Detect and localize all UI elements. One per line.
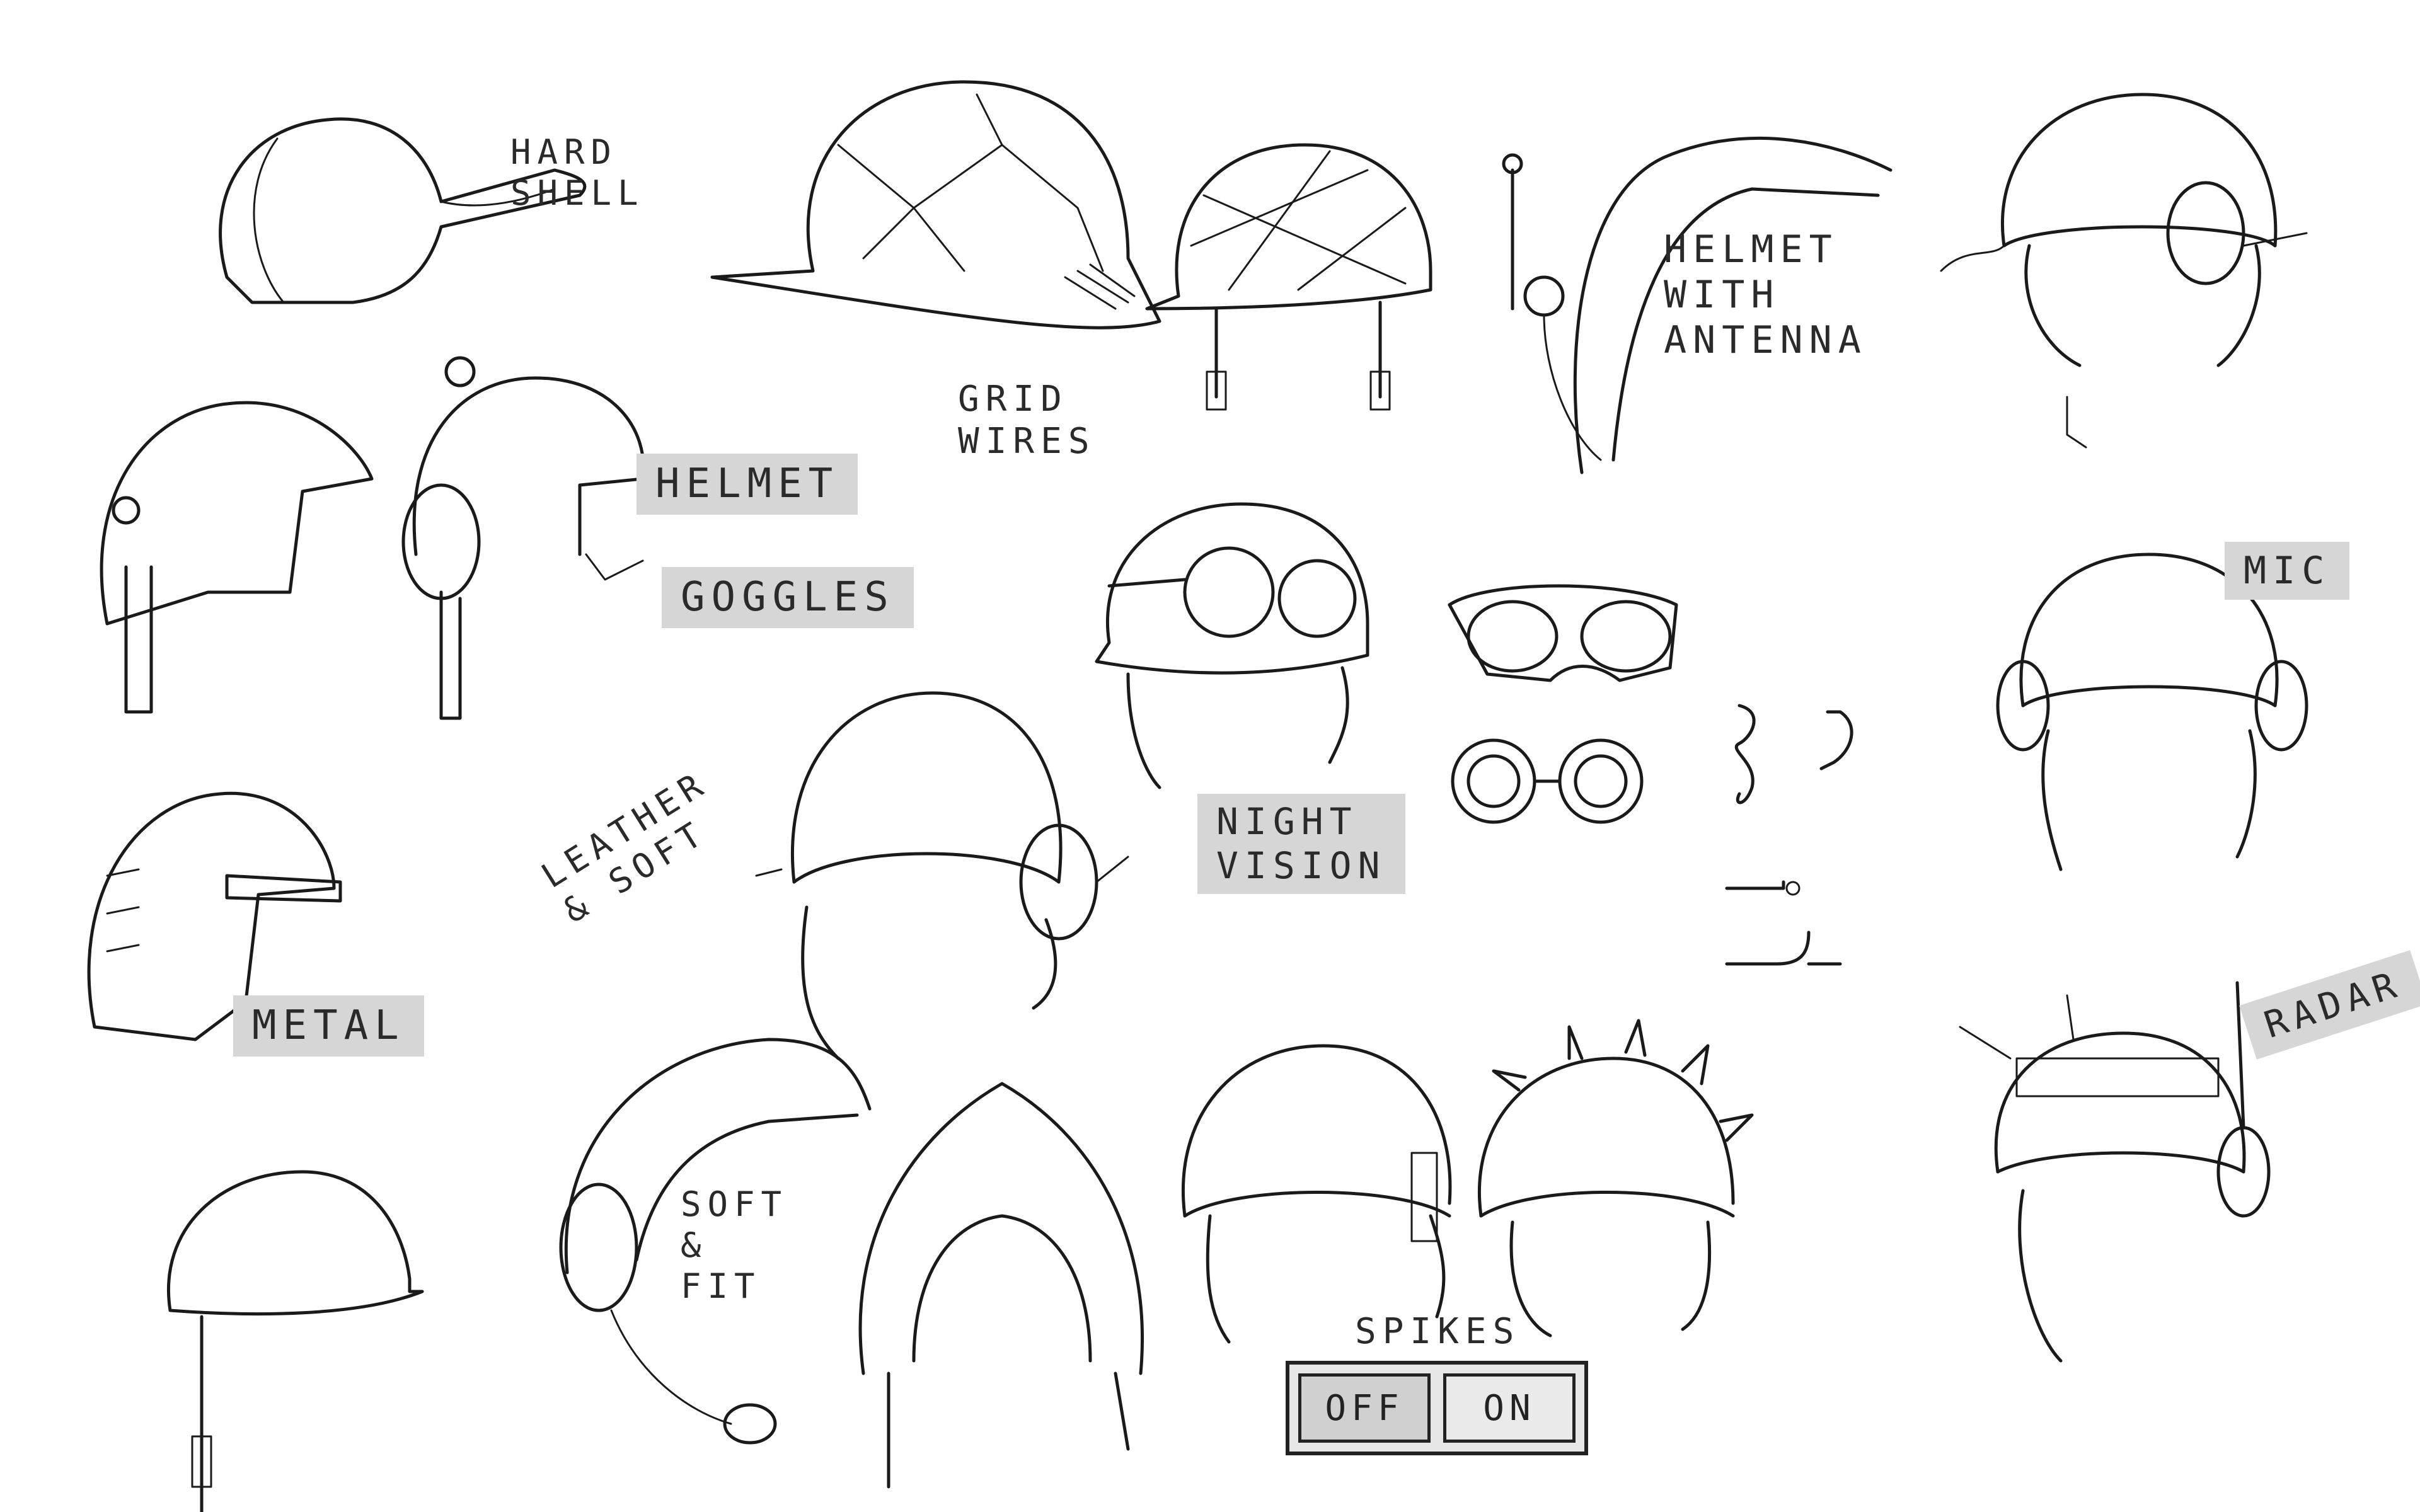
cap-helmet-sketch [167,1170,424,1512]
mic-helmet-back-sketch [1996,553,2308,871]
leather-soft-helmet-sketch [755,691,1129,1060]
antenna-helmet-sketch [1502,136,1893,474]
note-grid-wires: GRID WIRES [958,379,1096,462]
pointed-helmet-front-sketch [858,1082,1144,1489]
aviator-helmet-sketch [1181,1044,1452,1344]
note-helmet-with-antenna: HELMET WITH ANTENNA [1664,227,1867,362]
goggles-round-sketch [1451,738,1644,824]
note-hard-shell: HARD SHELL [510,132,645,213]
soft-fit-helmet-sketch [559,1038,872,1445]
goggles-helmet-sketch [1095,502,1369,789]
round-helmet-side-sketch [100,401,374,714]
goggles-large-sketch [1448,584,1678,682]
mic-headset-helmet-back-sketch [1940,93,2308,449]
headphone-helmet-side-sketch [401,356,645,720]
radar-helmet-sketch [1959,981,2271,1363]
spikes-toggle: OFF ON [1286,1361,1588,1455]
metal-helmet-sketch [87,791,342,1041]
note-night-vision: NIGHT VISION [1197,794,1405,895]
note-metal: METAL [233,995,424,1057]
note-mic: MIC [2225,542,2350,600]
spikes-on-button[interactable]: ON [1443,1373,1576,1443]
note-soft-fit: SOFT & FIT [681,1184,788,1306]
hard-shell-helmet-sketch [219,117,587,304]
note-goggles: GOGGLES [662,567,914,628]
grid-helmet-with-straps-sketch [1145,143,1432,411]
note-helmet: HELMET [637,454,858,515]
mic-parts-sketch [1725,704,1853,966]
spikes-toggle-title: SPIKES [1355,1311,1521,1352]
spiked-helmet-sketch [1477,1019,1754,1337]
spikes-off-button[interactable]: OFF [1298,1373,1431,1443]
grid-wires-helmet-sketch [710,80,1161,329]
